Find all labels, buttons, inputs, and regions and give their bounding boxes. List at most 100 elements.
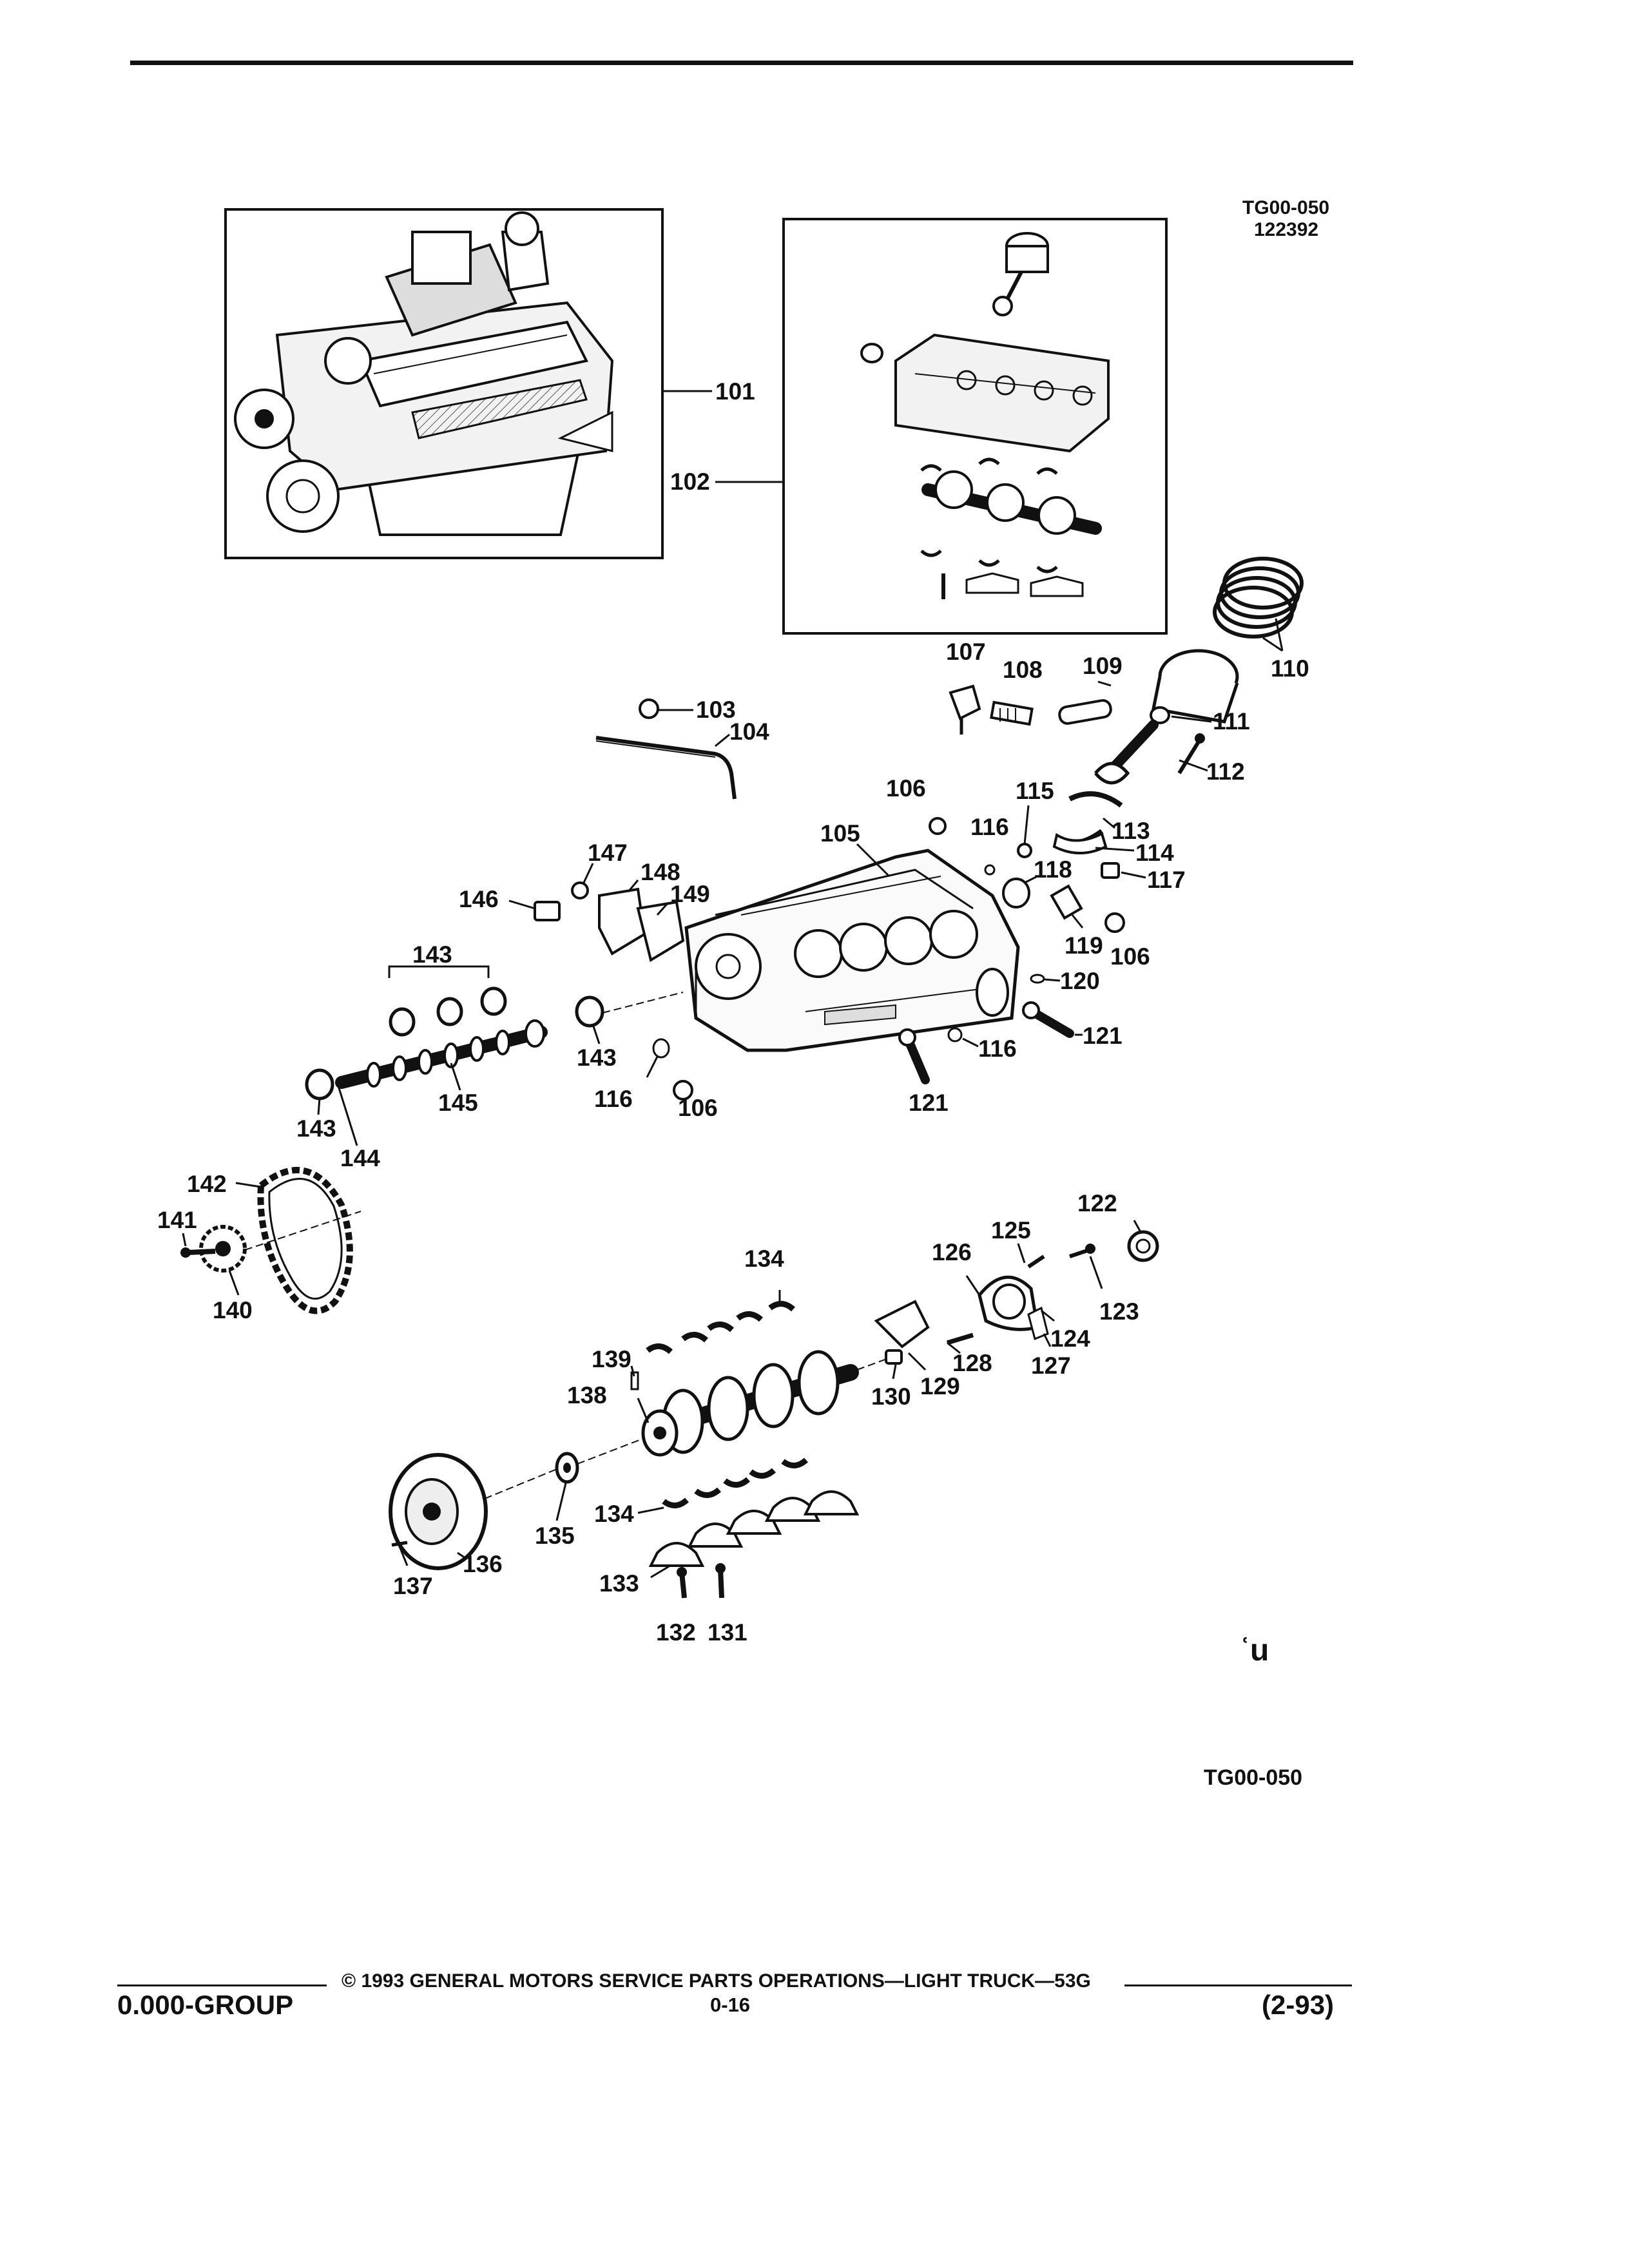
oil-gallery-plug	[1002, 878, 1030, 908]
rod-nut	[1017, 843, 1032, 858]
oil-slinger	[555, 1452, 579, 1484]
oil-pressure-sensor	[990, 700, 1034, 726]
figure-id-bottom: TG00-050	[1204, 1765, 1303, 1790]
callout-122: 122	[1077, 1190, 1117, 1216]
engine-assembly-inset	[224, 208, 664, 559]
footer-revision-date: (2-93)	[1262, 1990, 1335, 2020]
callout-121-b: 121	[909, 1090, 949, 1116]
callout-139: 139	[592, 1346, 631, 1372]
callout-123: 123	[1099, 1298, 1139, 1325]
callout-102: 102	[670, 468, 710, 495]
footer-group: 0.000-GROUP	[117, 1990, 294, 2020]
callout-110: 110	[1271, 655, 1309, 682]
callout-116-b: 116	[978, 1035, 1017, 1062]
connecting-rod-cap	[1052, 832, 1108, 854]
callout-117: 117	[1147, 867, 1186, 893]
callout-108: 108	[1003, 657, 1043, 683]
callout-143-a: 143	[412, 941, 452, 968]
callout-141: 141	[157, 1207, 197, 1233]
callout-112: 112	[1206, 758, 1245, 785]
callout-120: 120	[1060, 968, 1100, 994]
harmonic-balancer	[389, 1453, 488, 1570]
callout-138: 138	[567, 1382, 607, 1408]
footer-right-rule	[1124, 1984, 1352, 1986]
callout-119: 119	[1065, 932, 1103, 959]
callout-104: 104	[729, 718, 769, 745]
piston-pin	[1058, 699, 1112, 725]
callout-106-c: 106	[678, 1095, 718, 1121]
top-rule	[130, 61, 1353, 65]
main-bearing-caps	[648, 1490, 860, 1567]
callout-101: 101	[715, 378, 755, 405]
camshaft-bearings	[305, 986, 604, 1100]
date-code: 122392	[1254, 219, 1319, 240]
pipe-plug	[652, 864, 996, 1059]
callout-143-c: 143	[296, 1115, 336, 1142]
callout-137: 137	[393, 1573, 433, 1599]
callout-116-a: 116	[970, 814, 1009, 840]
seal-retainer-bolt	[1027, 1244, 1095, 1269]
callout-109: 109	[1083, 653, 1123, 679]
main-cap-bolts	[677, 1563, 726, 1599]
callout-118: 118	[1034, 856, 1072, 883]
camshaft	[335, 1019, 548, 1089]
callout-126: 126	[932, 1239, 972, 1265]
callout-125: 125	[991, 1217, 1031, 1244]
callout-144: 144	[340, 1145, 380, 1171]
callout-113: 113	[1112, 818, 1150, 844]
piston	[1150, 649, 1239, 724]
balancer-key	[391, 1541, 408, 1547]
timing-chain	[257, 1167, 353, 1314]
cylinder-block	[684, 849, 1020, 1052]
callout-107: 107	[946, 639, 986, 665]
callout-147: 147	[588, 840, 628, 866]
callout-142: 142	[187, 1171, 227, 1197]
rear-seal-retainer	[978, 1275, 1039, 1331]
callout-134-b: 134	[594, 1501, 634, 1527]
crankshaft-sprocket	[199, 1225, 247, 1273]
dowel-pin	[1030, 974, 1045, 984]
footer-copyright: © 1993 GENERAL MOTORS SERVICE PARTS OPER…	[342, 1970, 1091, 1992]
crankshaft	[641, 1350, 859, 1457]
footer-left-rule	[117, 1984, 327, 1986]
expansion-plug	[673, 817, 1125, 1100]
callout-145: 145	[438, 1090, 478, 1116]
callout-134-a: 134	[744, 1245, 784, 1272]
callout-133: 133	[599, 1570, 639, 1597]
callout-115: 115	[1016, 778, 1054, 804]
callout-130: 130	[871, 1383, 911, 1410]
lower-main-bearings	[662, 1457, 808, 1508]
oil-filter-adapter	[949, 684, 981, 735]
callout-116-c: 116	[594, 1086, 633, 1112]
callout-129: 129	[920, 1373, 960, 1399]
callout-132: 132	[656, 1619, 696, 1646]
retainer-gasket	[1027, 1306, 1049, 1341]
callout-121-a: 121	[1083, 1023, 1123, 1049]
callout-103: 103	[696, 697, 736, 723]
callout-149: 149	[670, 881, 710, 907]
callout-127: 127	[1031, 1352, 1071, 1379]
core-plug	[1101, 862, 1120, 879]
callout-135: 135	[535, 1523, 575, 1549]
callout-148: 148	[641, 859, 680, 885]
crankshaft-key	[630, 1371, 639, 1390]
timing-cover-parts	[534, 881, 685, 963]
callout-136: 136	[463, 1551, 503, 1577]
crankshaft-rear-parts	[874, 1300, 974, 1365]
rear-main-seal	[1127, 1230, 1159, 1262]
callout-114: 114	[1135, 840, 1174, 866]
callout-128: 128	[952, 1350, 992, 1376]
callout-140: 140	[213, 1297, 253, 1323]
callout-106-a: 106	[886, 775, 926, 802]
connecting-rod	[1055, 720, 1159, 845]
main-bearing-bolt	[1050, 884, 1083, 920]
callout-131: 131	[708, 1619, 747, 1646]
figure-id-top: TG00-050	[1242, 197, 1330, 218]
piston-rings	[1213, 557, 1304, 639]
callout-106-b: 106	[1110, 943, 1150, 970]
footer-page-number: 0-16	[710, 1994, 751, 2016]
upper-main-bearings	[646, 1301, 795, 1354]
sprocket-bolt	[180, 1247, 216, 1258]
short-block-inset	[782, 218, 1168, 635]
